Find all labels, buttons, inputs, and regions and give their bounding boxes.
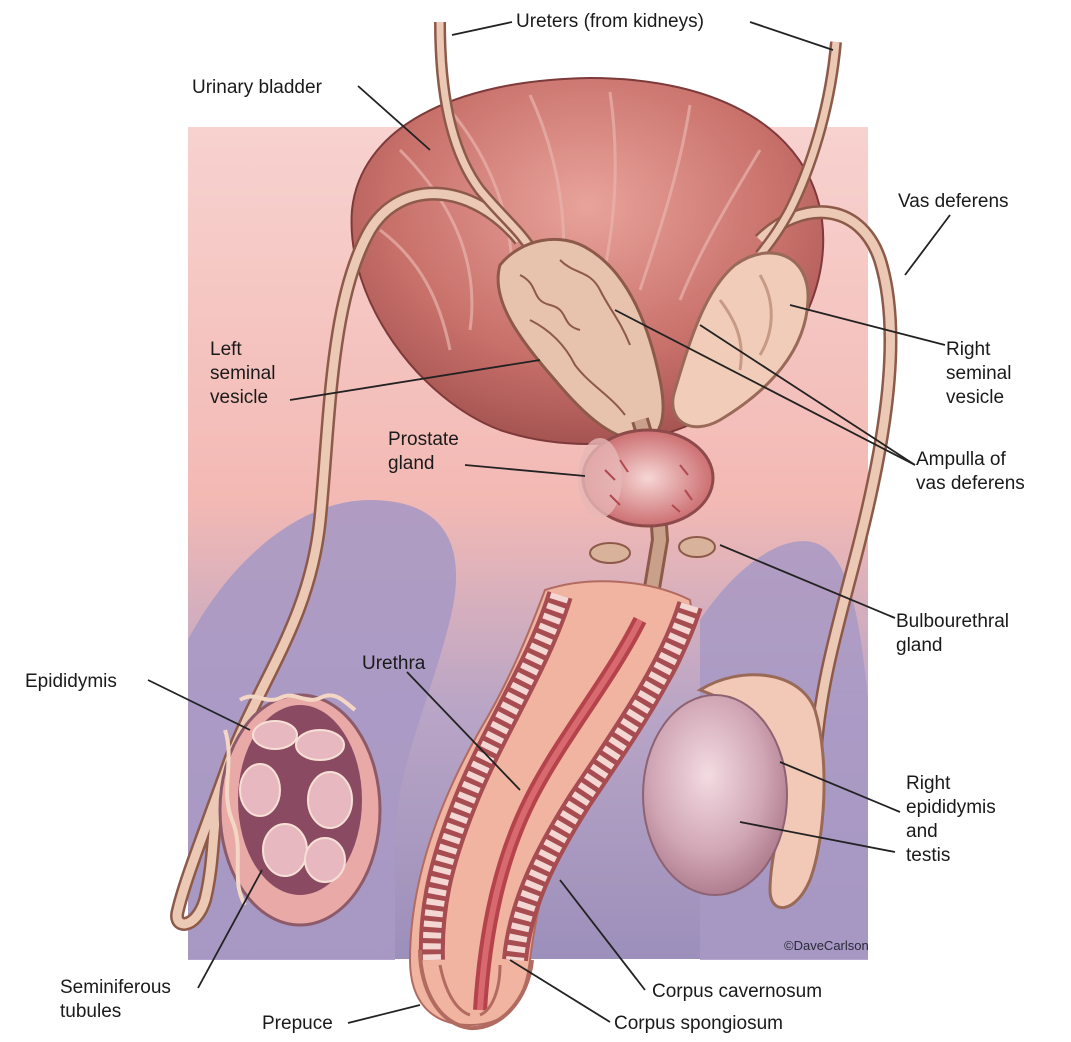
label-prostate-gland: Prostate gland [388,428,459,476]
label-ureters: Ureters (from kidneys) [516,10,704,34]
label-seminiferous-tubules: Seminiferous tubules [60,976,171,1024]
label-bulbourethral-gland: Bulbourethral gland [896,610,1009,658]
label-right-epididymis-testis: Right epididymis and testis [906,772,996,868]
right-testis-shape [643,695,787,895]
label-right-seminal-vesicle: Right seminal vesicle [946,338,1011,410]
label-corpus-cavernosum: Corpus cavernosum [652,980,822,1004]
label-prepuce: Prepuce [262,1012,333,1036]
label-urinary-bladder: Urinary bladder [192,76,322,100]
bulbourethral-gland-left [590,543,630,563]
label-urethra: Urethra [362,652,425,676]
label-left-seminal-vesicle: Left seminal vesicle [210,338,275,410]
label-vas-deferens: Vas deferens [898,190,1009,214]
artist-credit: ©DaveCarlson [784,938,869,954]
label-epididymis: Epididymis [25,670,117,694]
label-ampulla: Ampulla of vas deferens [916,448,1025,496]
bulbourethral-gland-right [679,537,715,557]
label-corpus-spongiosum: Corpus spongiosum [614,1012,783,1036]
